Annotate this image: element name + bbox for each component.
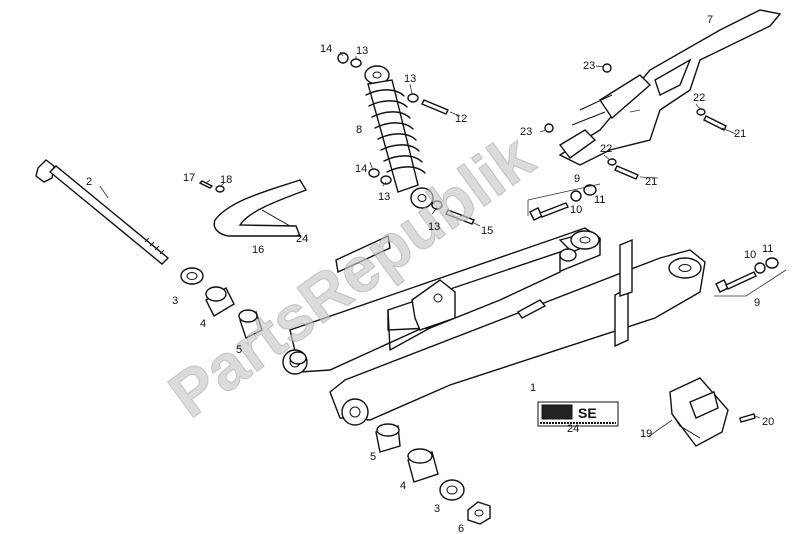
callout-1: 1	[530, 382, 536, 394]
callout-15: 15	[481, 225, 493, 237]
callout-23: 23	[520, 126, 532, 138]
shock-absorber-part	[364, 65, 434, 209]
chain-slider-part	[198, 179, 308, 237]
callout-20: 20	[762, 416, 774, 428]
callout-4: 4	[200, 318, 206, 330]
callout-22: 22	[600, 143, 612, 155]
callout-13: 13	[404, 73, 416, 85]
chain-slide-block-part	[669, 377, 756, 447]
callout-10: 10	[570, 204, 582, 216]
swingarm-part	[282, 227, 706, 426]
callout-12: 12	[455, 113, 467, 125]
leader-lines	[99, 51, 761, 438]
callout-9: 9	[754, 297, 760, 309]
callout-17: 17	[183, 172, 195, 184]
callout-9: 9	[574, 173, 580, 185]
callout-13: 13	[356, 45, 368, 57]
spacers-upper	[180, 267, 307, 365]
callout-16: 16	[252, 244, 264, 256]
callout-3: 3	[434, 503, 440, 515]
chain-guard-part	[558, 9, 782, 166]
pivot-bolt-right	[714, 257, 787, 297]
callout-11: 11	[594, 194, 605, 206]
spacers-lower	[375, 423, 491, 525]
callout-23: 23	[583, 60, 595, 72]
axle-part	[35, 159, 170, 265]
callout-11: 11	[762, 243, 773, 255]
callout-14: 14	[355, 163, 367, 175]
callout-14: 14	[320, 43, 332, 55]
callout-13: 13	[378, 191, 390, 203]
callout-2: 2	[86, 176, 92, 188]
callout-21: 21	[734, 128, 746, 140]
callout-22: 22	[693, 92, 705, 104]
callout-24: 24	[296, 233, 308, 245]
shock-fasteners	[337, 52, 475, 225]
callout-5: 5	[236, 344, 242, 356]
callout-4: 4	[400, 480, 406, 492]
callout-6: 6	[458, 523, 464, 534]
callout-10: 10	[744, 249, 756, 261]
callout-24: 24	[567, 423, 579, 435]
callout-13: 13	[428, 221, 440, 233]
chain-guard-fasteners	[544, 63, 727, 180]
callout-19: 19	[640, 428, 652, 440]
callout-3: 3	[172, 295, 178, 307]
callout-21: 21	[645, 176, 657, 188]
tmse-logo: SE	[537, 401, 619, 427]
callout-5: 5	[370, 451, 376, 463]
callout-labels: 1 2 3 3 4 4 5 5 6 7 8 9 9 10 10 11 11 12…	[86, 14, 774, 534]
decal-24	[335, 234, 391, 274]
logo-text: SE	[578, 405, 597, 421]
callout-7: 7	[707, 14, 713, 26]
pivot-bolt-upper	[527, 183, 601, 221]
callout-8: 8	[356, 124, 362, 136]
callout-18: 18	[220, 174, 232, 186]
